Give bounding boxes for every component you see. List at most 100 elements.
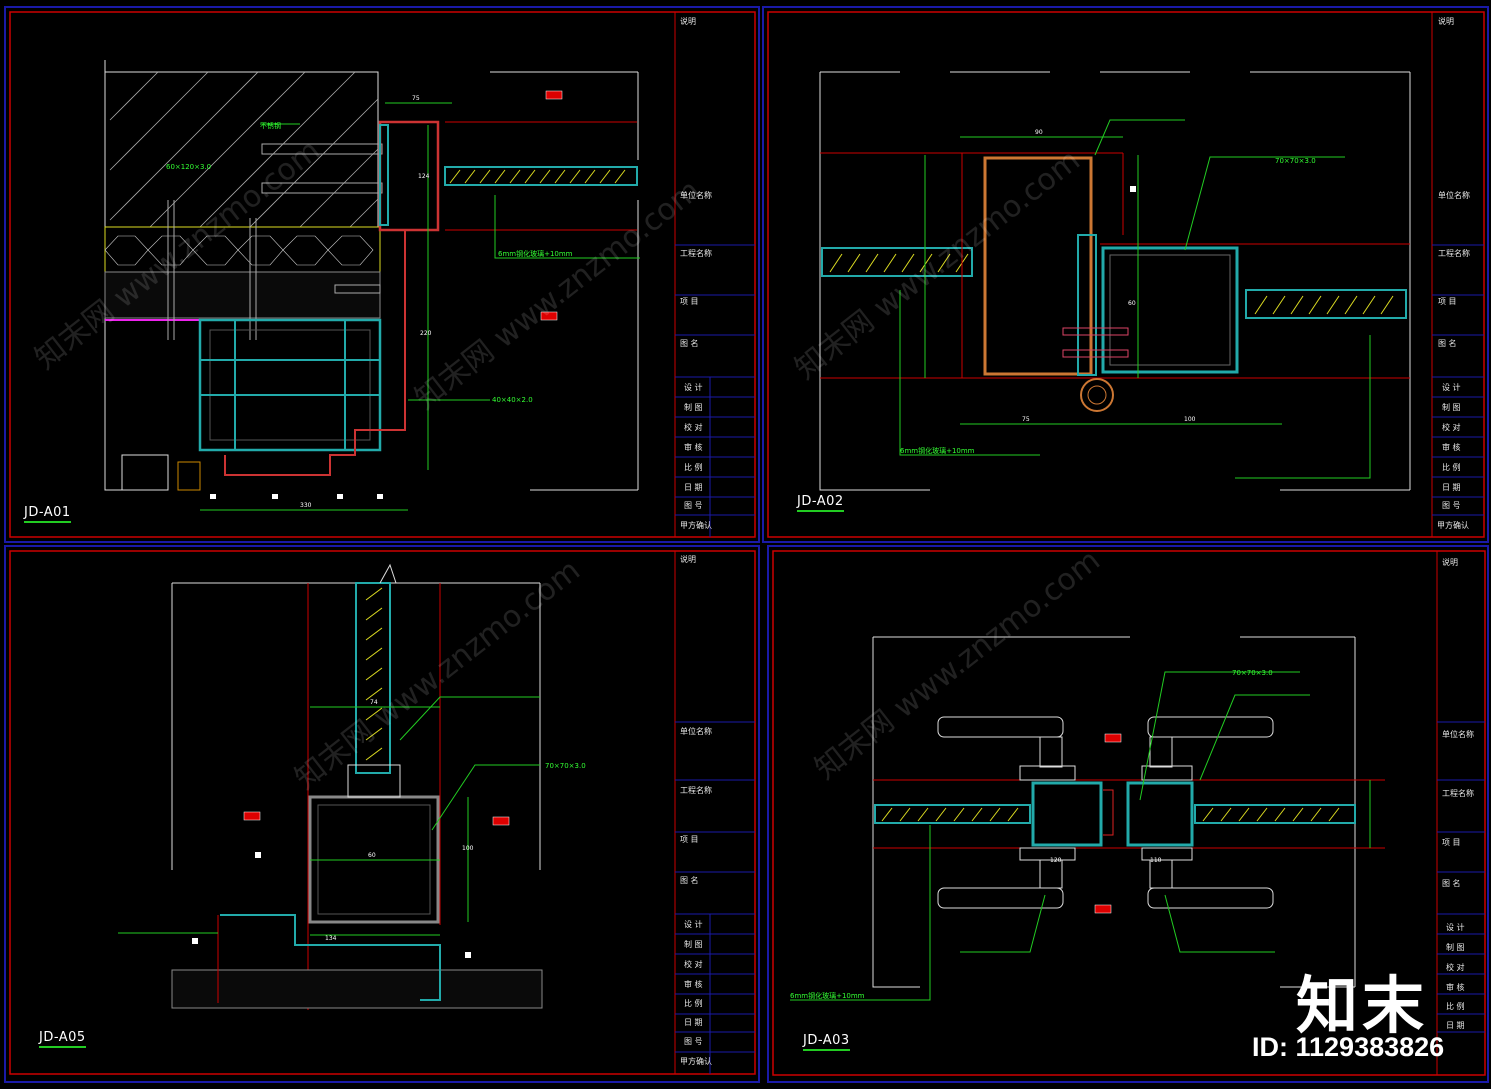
frame-a02 <box>762 6 1489 543</box>
panel-label-a01: JD-A01 <box>24 505 71 523</box>
dim-90: 90 <box>1035 129 1043 136</box>
tb-row: 审 核 <box>1446 982 1465 992</box>
panel-label-a05: JD-A05 <box>39 1030 86 1048</box>
steel-tube <box>1101 246 1239 374</box>
note-a01-4: 40×40×2.0 <box>492 396 533 404</box>
tb-row: 制 图 <box>684 939 703 949</box>
dim-100: 100 <box>462 845 474 852</box>
tb-drawing-name: 图 名 <box>1438 338 1457 348</box>
note-a02-glass: 6mm钢化玻璃+10mm <box>900 446 975 455</box>
steel-tube-left <box>1031 781 1103 847</box>
glass-right-a03 <box>1194 804 1356 824</box>
drawing-a01: 75 124 220 330 不锈钢 60×120×3.0 6mm钢化玻璃+10… <box>104 60 640 511</box>
tb-row: 比 例 <box>1442 462 1461 472</box>
dim-330: 330 <box>300 502 312 509</box>
pivot-hinge <box>1080 378 1114 412</box>
tb-header: 说明 <box>680 554 696 564</box>
tb-row: 校 对 <box>1446 962 1465 972</box>
tb-item: 项 目 <box>1438 297 1457 306</box>
title-block-text-a03: 说明 单位名称 工程名称 项 目 图 名 设 计 制 图 校 对 审 核 比 例… <box>1442 557 1474 1030</box>
title-block-a05 <box>674 550 756 1075</box>
tb-unit-name: 单位名称 <box>1442 729 1474 739</box>
frame-a05 <box>4 545 760 1083</box>
tb-item: 项 目 <box>680 835 699 844</box>
dim-75: 75 <box>412 95 420 102</box>
screed-layer <box>104 271 381 319</box>
tb-row: 图 号 <box>684 1037 703 1046</box>
tb-row: 校 对 <box>1442 422 1461 432</box>
tb-row: 比 例 <box>1446 1001 1465 1011</box>
glass-panel-vertical <box>355 582 391 774</box>
tb-row: 比 例 <box>684 998 703 1008</box>
tb-row: 审 核 <box>684 442 703 452</box>
tb-row: 制 图 <box>1446 942 1465 952</box>
drawing-a02: 90 75 100 60 6mm钢化玻璃+10mm 70×70×3.0 <box>819 71 1411 491</box>
steel-tube-right <box>1126 781 1194 847</box>
frame-a01 <box>4 6 760 543</box>
tb-header: 说明 <box>1438 16 1454 26</box>
drawing-a03: 120 110 70×70×3.0 6mm钢化玻璃+10mm <box>790 636 1385 1001</box>
door-frame <box>983 156 1093 376</box>
note-a03-1: 70×70×3.0 <box>1232 669 1273 677</box>
tb-header: 说明 <box>1442 557 1458 567</box>
title-block-text-a01: 说明 单位名称 工程名称 项 目 图 名 设 计 制 图 校 对 审 核 比 例… <box>680 16 712 530</box>
steel-frame-a01 <box>198 318 382 452</box>
dim-110: 110 <box>1150 857 1162 864</box>
glass-panel-left <box>821 247 973 277</box>
title-block-a01 <box>674 11 756 538</box>
glass-panel <box>444 166 638 186</box>
tb-item: 项 目 <box>1442 838 1461 847</box>
dim-220: 220 <box>420 330 432 337</box>
title-block-a03 <box>1436 550 1486 1076</box>
note-a01-2: 60×120×3.0 <box>166 163 211 171</box>
tb-row: 校 对 <box>684 959 703 969</box>
sheet-border-a02 <box>767 11 1485 538</box>
tb-row: 校 对 <box>684 422 703 432</box>
panel-label-a03: JD-A03 <box>803 1033 850 1051</box>
tb-project-name: 工程名称 <box>680 785 712 795</box>
note-a01-3: 6mm钢化玻璃+10mm <box>498 249 573 258</box>
tb-row: 图 号 <box>1442 501 1461 510</box>
dim-100: 100 <box>1184 416 1196 423</box>
dim-60: 60 <box>368 852 376 859</box>
dim-120: 120 <box>1050 857 1062 864</box>
tb-row: 图 号 <box>684 501 703 510</box>
tb-row: 制 图 <box>684 402 703 412</box>
tb-unit-name: 单位名称 <box>1438 190 1470 200</box>
note-a05-1: 70×70×3.0 <box>545 762 586 770</box>
drawing-a05: 74 60 100 134 70×70×3.0 <box>118 563 586 1010</box>
dim-74: 74 <box>370 699 378 706</box>
tb-row: 制 图 <box>1442 402 1461 412</box>
tb-project-name: 工程名称 <box>1438 248 1470 258</box>
tb-row: 日 期 <box>1446 1021 1465 1030</box>
title-block-text-a05: 说明 单位名称 工程名称 项 目 图 名 设 计 制 图 校 对 审 核 比 例… <box>680 554 712 1066</box>
note-a01-1: 不锈钢 <box>260 121 281 130</box>
tb-unit-name: 单位名称 <box>680 726 712 736</box>
glass-left-a03 <box>874 804 1031 824</box>
tb-row: 甲方确认 <box>1437 520 1469 530</box>
tb-row: 设 计 <box>684 919 703 929</box>
tb-row: 设 计 <box>1442 382 1461 392</box>
title-block-a02 <box>1431 11 1485 538</box>
watermark-logo: 知末 <box>1296 969 1429 1042</box>
tb-drawing-name: 图 名 <box>680 338 699 348</box>
title-block-text-a02: 说明 单位名称 工程名称 项 目 图 名 设 计 制 图 校 对 审 核 比 例… <box>1437 16 1470 530</box>
tb-row: 日 期 <box>684 483 703 492</box>
dim-124: 124 <box>418 173 430 180</box>
tb-row: 甲方确认 <box>680 1056 712 1066</box>
tb-row: 日 期 <box>684 1018 703 1027</box>
tb-row: 审 核 <box>684 979 703 989</box>
watermark-id: ID: 1129383826 <box>1252 1032 1445 1062</box>
frame-a03 <box>767 545 1489 1083</box>
tb-drawing-name: 图 名 <box>1442 878 1461 888</box>
tb-unit-name: 单位名称 <box>680 190 712 200</box>
dim-75: 75 <box>1022 416 1030 423</box>
floor-slab <box>171 969 543 1009</box>
tb-drawing-name: 图 名 <box>680 875 699 885</box>
dim-134: 134 <box>325 935 337 942</box>
tb-header: 说明 <box>680 16 696 26</box>
tb-row: 日 期 <box>1442 483 1461 492</box>
door-handles <box>937 716 1274 909</box>
tb-row: 甲方确认 <box>680 520 712 530</box>
